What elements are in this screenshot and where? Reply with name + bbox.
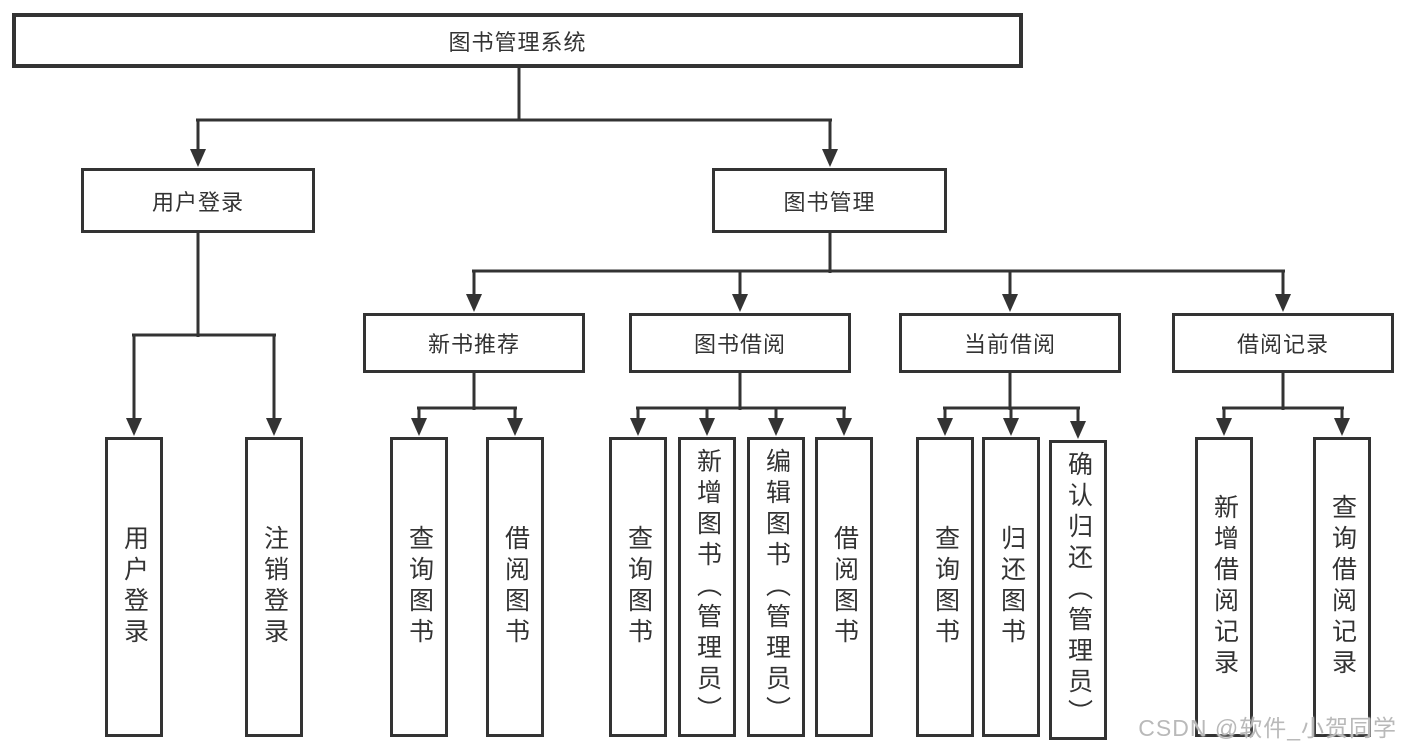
node-borrow-records: 借阅记录 <box>1172 313 1394 373</box>
node-user-login-leaf: 用户登录 <box>105 437 163 737</box>
node-query-books-1: 查询图书 <box>390 437 448 737</box>
node-edit-books-admin: 编辑图书（管理员） <box>747 437 805 737</box>
node-new-book-recommend: 新书推荐 <box>363 313 585 373</box>
node-borrow-books-1: 借阅图书 <box>486 437 544 737</box>
node-book-management: 图书管理 <box>712 168 947 233</box>
node-return-books: 归还图书 <box>982 437 1040 737</box>
node-borrow-books-2: 借阅图书 <box>815 437 873 737</box>
node-query-books-2: 查询图书 <box>609 437 667 737</box>
node-current-borrowing: 当前借阅 <box>899 313 1121 373</box>
node-book-borrowing: 图书借阅 <box>629 313 851 373</box>
node-add-borrow-record: 新增借阅记录 <box>1195 437 1253 737</box>
node-user-login: 用户登录 <box>81 168 315 233</box>
node-query-books-3: 查询图书 <box>916 437 974 737</box>
node-confirm-return-admin: 确认归还（管理员） <box>1049 440 1107 740</box>
node-query-borrow-record: 查询借阅记录 <box>1313 437 1371 737</box>
node-logout: 注销登录 <box>245 437 303 737</box>
node-library-system: 图书管理系统 <box>12 13 1023 68</box>
node-add-books-admin: 新增图书（管理员） <box>678 437 736 737</box>
